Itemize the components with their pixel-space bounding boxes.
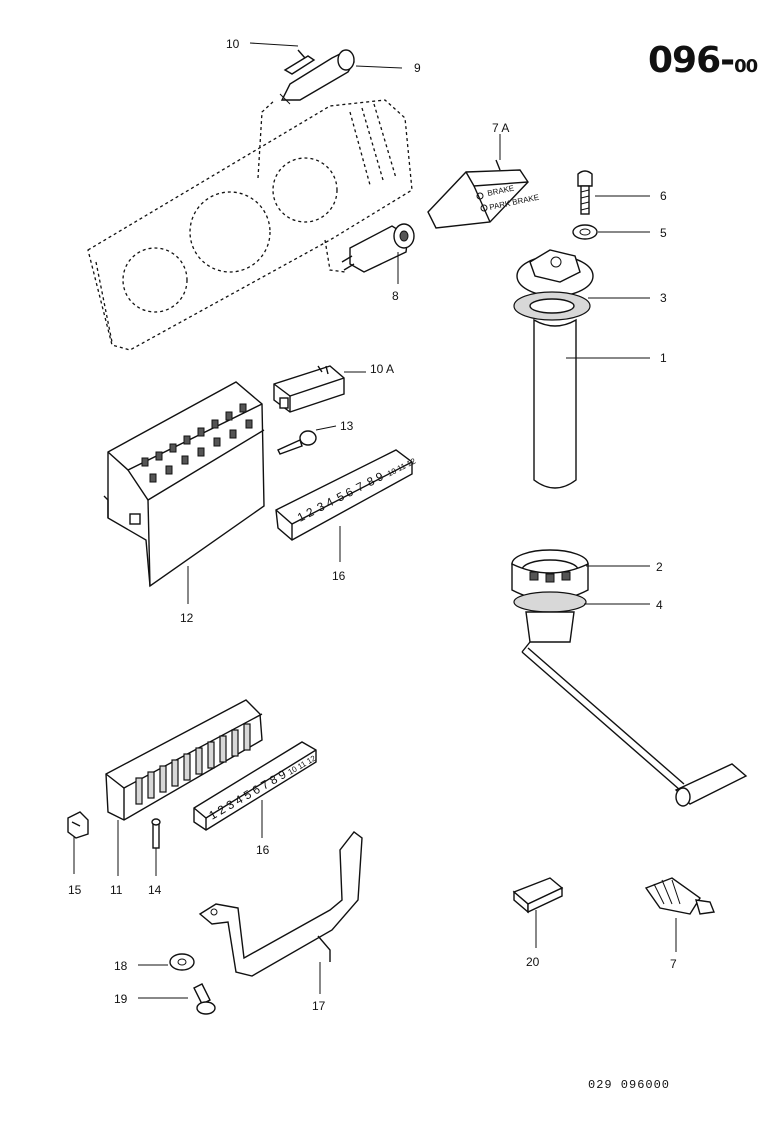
fuse-label-upper-0: 1 2 (295, 504, 317, 524)
part-18-washer (169, 953, 195, 971)
label-part-5: 5 (660, 226, 667, 240)
leader-lines (73, 42, 677, 999)
part-20-relay-block (512, 877, 564, 914)
label-part-11: 11 (110, 883, 123, 897)
part-15-clip (67, 811, 89, 839)
label-part-16-lower: 16 (256, 843, 270, 857)
part-11-fuse-box (105, 699, 263, 821)
fuse-label-upper-2: 5 6 (334, 485, 356, 505)
label-part-15: 15 (68, 883, 82, 897)
part-10a-relay (273, 365, 345, 413)
fuse-box-fuses (135, 723, 251, 805)
part-19-screw (193, 983, 216, 1015)
label-part-12: 12 (180, 611, 194, 625)
label-part-9: 9 (414, 61, 421, 75)
part-6-screw (577, 170, 593, 215)
label-part-17: 17 (312, 999, 326, 1013)
label-part-10: 10 (226, 37, 240, 51)
label-part-14: 14 (148, 883, 162, 897)
label-part-18: 18 (114, 959, 128, 973)
fuse-label-upper-1: 3 4 (315, 494, 337, 514)
part-7a-warning-light: BRAKE PARK BRAKE (427, 159, 540, 229)
part-4-sender-unit (513, 591, 748, 807)
label-part-7a: 7 A (492, 121, 509, 135)
part-10-bulb (283, 49, 316, 75)
fuse-label-upper-4: 8 9 (365, 469, 387, 489)
part-9-bulb-holder (279, 49, 355, 105)
relay-panel-slots (141, 403, 253, 483)
label-part-1: 1 (660, 351, 667, 365)
page-code-sub: 00 (734, 56, 758, 77)
part-1-fuel-sender (513, 249, 594, 489)
label-part-7: 7 (670, 957, 677, 971)
label-part-13: 13 (340, 419, 354, 433)
part-7-sender-switch (644, 877, 715, 915)
label-part-2: 2 (656, 560, 663, 574)
part-17-bracket (198, 831, 363, 977)
instrument-cluster-outline (87, 99, 413, 351)
page-code-separator: - (720, 40, 735, 81)
label-part-4: 4 (656, 598, 663, 612)
label-part-6: 6 (660, 189, 667, 203)
part-13-screw (277, 430, 317, 455)
label-part-20: 20 (526, 955, 540, 969)
page-code-main: 096 (648, 40, 721, 81)
part-12-relay-panel (103, 381, 265, 588)
label-part-10a: 10 A (370, 362, 394, 376)
label-part-8: 8 (392, 289, 399, 303)
label-part-16-upper: 16 (332, 569, 346, 583)
part-5-washer (572, 224, 598, 240)
part-16-fuse-strip-upper: 1 2 3 4 5 6 7 8 9 10 11 12 (275, 449, 418, 541)
footer-code: 029 096000 (588, 1078, 671, 1092)
label-part-3: 3 (660, 291, 667, 305)
part-2-locking-ring (511, 549, 589, 601)
part-8-socket (341, 223, 415, 273)
part-labels: 10 9 7 A 8 6 5 3 1 10 A 13 12 16 2 4 15 … (68, 37, 677, 1013)
label-part-19: 19 (114, 992, 128, 1006)
page-code: 096-00 (648, 40, 758, 81)
part-14-pin (151, 818, 161, 849)
